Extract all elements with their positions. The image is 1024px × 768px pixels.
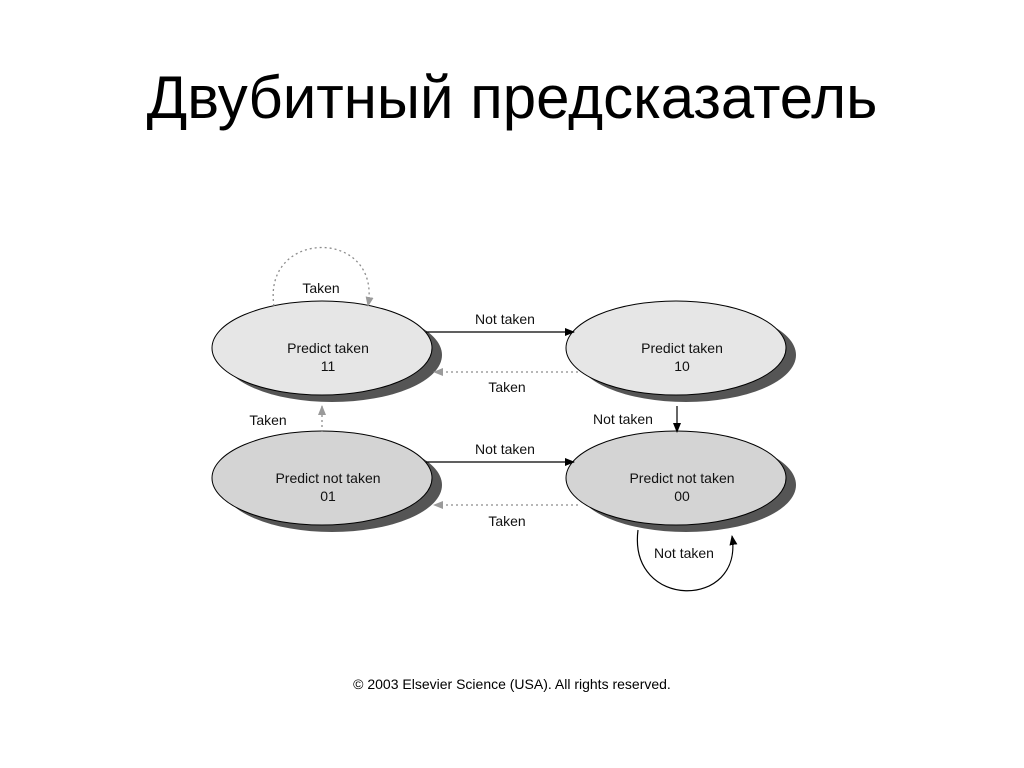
state-label: Predict not taken xyxy=(275,470,380,486)
edge-label: Not taken xyxy=(593,411,653,427)
state-predict-not-taken-01: Predict not taken 01 xyxy=(211,430,442,532)
state-label: Predict taken xyxy=(287,340,369,356)
state-code: 00 xyxy=(674,488,690,504)
transition-11-to-10-not-taken: Not taken xyxy=(426,311,575,336)
edge-label: Taken xyxy=(302,280,339,296)
state-code: 11 xyxy=(321,358,336,374)
edge-label: Not taken xyxy=(475,441,535,457)
state-code: 10 xyxy=(674,358,690,374)
transition-00-self-not-taken: Not taken xyxy=(636,529,738,592)
state-label: Predict not taken xyxy=(629,470,734,486)
copyright-notice: © 2003 Elsevier Science (USA). All right… xyxy=(353,676,671,692)
transition-01-to-00-not-taken: Not taken xyxy=(426,441,575,466)
transition-00-to-01-taken: Taken xyxy=(433,501,578,529)
state-predict-not-taken-00: Predict not taken 00 xyxy=(565,430,796,532)
state-code: 01 xyxy=(320,488,336,504)
edge-label: Not taken xyxy=(654,545,714,561)
edge-label: Taken xyxy=(488,513,525,529)
transition-10-to-11-taken: Taken xyxy=(433,368,578,395)
edge-label: Taken xyxy=(249,412,286,428)
state-ellipse xyxy=(565,300,787,396)
state-label: Predict taken xyxy=(641,340,723,356)
edge-arrow xyxy=(636,529,738,592)
edge-label: Taken xyxy=(488,379,525,395)
state-predict-taken-11: Predict taken 11 xyxy=(211,300,442,402)
edge-label: Not taken xyxy=(475,311,535,327)
state-ellipse xyxy=(211,300,433,396)
slide-title: Двубитный предсказатель xyxy=(146,64,878,131)
edge-arrow xyxy=(272,247,374,307)
transition-11-self-taken: Taken xyxy=(272,247,374,307)
transition-10-to-00-not-taken: Not taken xyxy=(593,406,681,433)
transition-01-to-11-taken: Taken xyxy=(249,405,326,432)
state-predict-taken-10: Predict taken 10 xyxy=(565,300,796,402)
